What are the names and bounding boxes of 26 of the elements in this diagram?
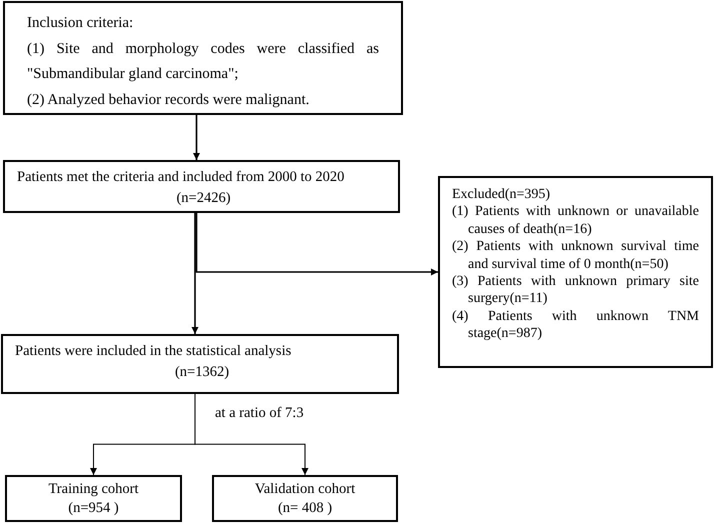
process-box [438, 176, 713, 368]
count-text: (n=2426) [175, 189, 232, 208]
exclusion-item: (2) Patients with unknown survival time and survival time of 0 month(n=50) [452, 238, 699, 274]
process-box [3, 1, 403, 115]
exclusion-item: (1) Patients with unknown or unavailable causes of death(n=16) [452, 203, 699, 238]
process-box [212, 475, 398, 522]
arrow [193, 115, 200, 160]
arrow [196, 213, 438, 276]
count-text: (n= 408 ) [278, 499, 332, 518]
heading-text: Excluded(n=395) [452, 186, 552, 204]
arrow [194, 394, 308, 476]
box-text: Patients were included in the statistical analysis [15, 342, 292, 361]
exclusion-item: (4) Patients with unknown TNM stage(n=987) [452, 308, 699, 343]
cohort-name: Validation cohort [254, 480, 356, 499]
count-text: (n=1362) [174, 363, 230, 382]
arrow [192, 213, 198, 334]
criteria-text: (1) Site and morphology codes were classified as "Submandibular gland carcinoma"; [27, 40, 379, 84]
cohort-name: Training cohort [48, 480, 139, 499]
process-box [1, 334, 399, 394]
criteria-text: Inclusion criteria: [27, 14, 134, 33]
box-text: Patients met the criteria and included from 2000 to 2020 [17, 168, 346, 187]
exclusion-item: (3) Patients with unknown primary site surgery(n=11) [452, 273, 699, 308]
count-text: (n=954 ) [68, 499, 119, 518]
process-box [3, 160, 400, 213]
criteria-text: (2) Analyzed behavior records were malignant. [27, 90, 310, 110]
process-box [5, 475, 182, 522]
